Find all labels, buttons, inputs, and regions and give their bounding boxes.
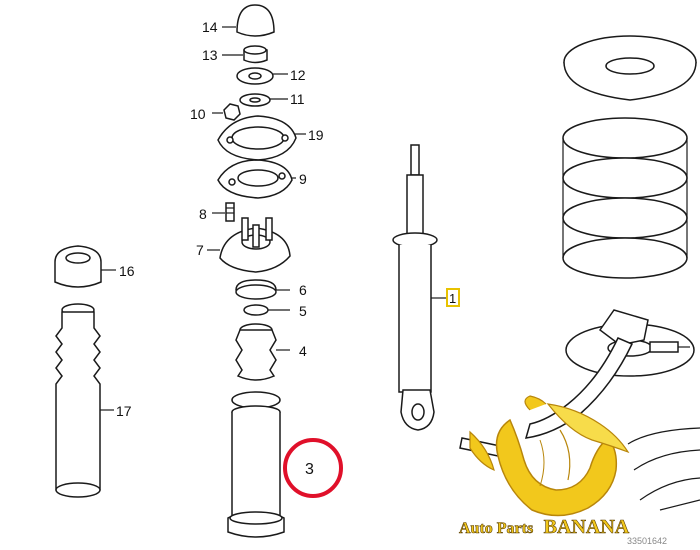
- dust-boot-part-3: [227, 391, 285, 538]
- upper-spring-seat: [563, 35, 697, 101]
- label-11: 11: [290, 91, 305, 107]
- mount-plate-part-19: [217, 115, 297, 161]
- nut-part-10: [223, 103, 241, 121]
- washer-part-12: [236, 67, 274, 85]
- watermark-text: Auto Parts BANANA: [459, 516, 630, 538]
- label-4: 4: [299, 343, 307, 359]
- nut-part-13: [243, 45, 268, 64]
- cap-part-14: [236, 4, 275, 37]
- washer-part-5: [243, 304, 269, 316]
- watermark-prefix: Auto Parts: [459, 520, 533, 537]
- label-12: 12: [290, 67, 306, 83]
- label-8: 8: [199, 206, 207, 222]
- stud-part-8: [225, 202, 235, 222]
- label-7: 7: [196, 242, 204, 258]
- gasket-part-9: [217, 159, 293, 199]
- bump-stop-part-4: [235, 323, 277, 381]
- label-13: 13: [202, 47, 218, 63]
- shock-absorber-part-1: [392, 144, 438, 431]
- label-10: 10: [190, 106, 206, 122]
- lower-spring-seat: [565, 323, 695, 377]
- protective-boot-part-17: [55, 303, 101, 498]
- catalog-number: 33501642: [627, 536, 667, 546]
- coil-spring: [562, 117, 688, 279]
- highlight-circle-part-3: [283, 438, 343, 498]
- banana-logo-icon: [469, 395, 630, 517]
- label-3: 3: [305, 461, 314, 478]
- label-17: 17: [116, 403, 132, 419]
- label-16: 16: [119, 263, 135, 279]
- watermark-brand: BANANA: [544, 516, 630, 538]
- spacer-part-6: [235, 279, 277, 300]
- label-14: 14: [202, 19, 218, 35]
- vehicle-outline-thumbnail: [627, 427, 700, 511]
- label-1: 1: [449, 291, 456, 306]
- label-6: 6: [299, 282, 307, 298]
- label-9: 9: [299, 171, 307, 187]
- bump-stop-cap-part-16: [54, 245, 102, 288]
- label-box-part-1: [446, 288, 460, 307]
- washer-part-11: [239, 93, 271, 107]
- label-19: 19: [308, 127, 324, 143]
- label-5: 5: [299, 303, 307, 319]
- strut-mount-part-7: [219, 217, 291, 273]
